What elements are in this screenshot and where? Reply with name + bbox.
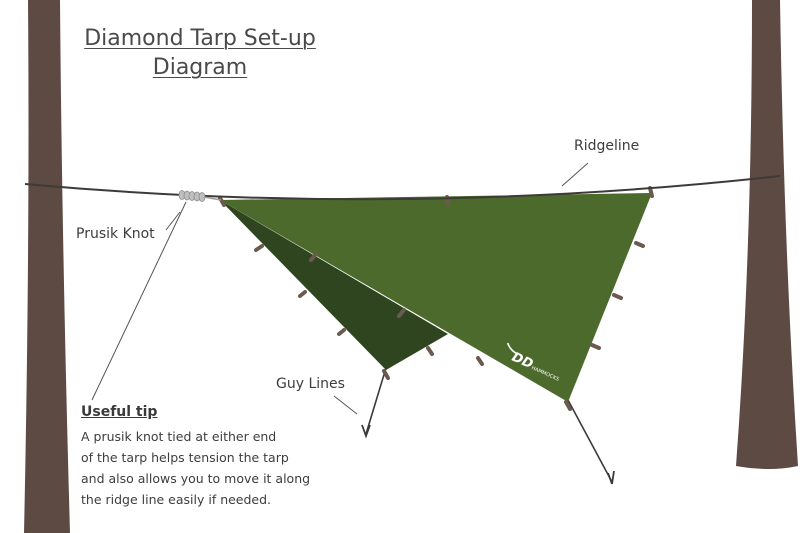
title-line-2: Diagram [152, 55, 248, 80]
tip-line: of the tarp helps tension the tarp [81, 450, 289, 465]
dd-swoosh-icon [506, 342, 519, 355]
prusik-leader-short [165, 211, 181, 231]
left-tree-trunk [24, 0, 70, 533]
ridgeline-label: Ridgeline [574, 138, 640, 154]
right-tree-trunk [736, 0, 798, 469]
useful-tip: Useful tip A prusik knot tied at either … [81, 404, 361, 510]
diagram-title: Diamond Tarp Set-up Diagram [70, 24, 330, 82]
tip-leader [91, 201, 187, 401]
tip-line: and also allows you to move it along [81, 471, 311, 486]
ridgeline-rope [24, 175, 781, 201]
tip-heading: Useful tip [81, 404, 158, 420]
guy-line-right [567, 399, 613, 483]
guy-lines-leader [333, 395, 358, 415]
ridgeline-leader [561, 162, 589, 187]
title-line-1: Diamond Tarp Set-up [84, 26, 316, 51]
tip-line: the ridge line easily if needed. [81, 492, 272, 507]
guy-stake-left [361, 424, 371, 439]
guy-line-left [365, 367, 387, 435]
tarp-tie-tabs [218, 186, 654, 411]
tip-line: A prusik knot tied at either end [81, 429, 277, 444]
prusik-knot [178, 190, 206, 202]
prusik-knot-label: Prusik Knot [76, 226, 155, 242]
prusik-link [203, 196, 222, 201]
tarp-front-wing [220, 193, 652, 402]
guy-stake-right [607, 470, 615, 485]
guy-lines-label: Guy Lines [276, 376, 345, 392]
tarp-back-wing [220, 200, 448, 370]
